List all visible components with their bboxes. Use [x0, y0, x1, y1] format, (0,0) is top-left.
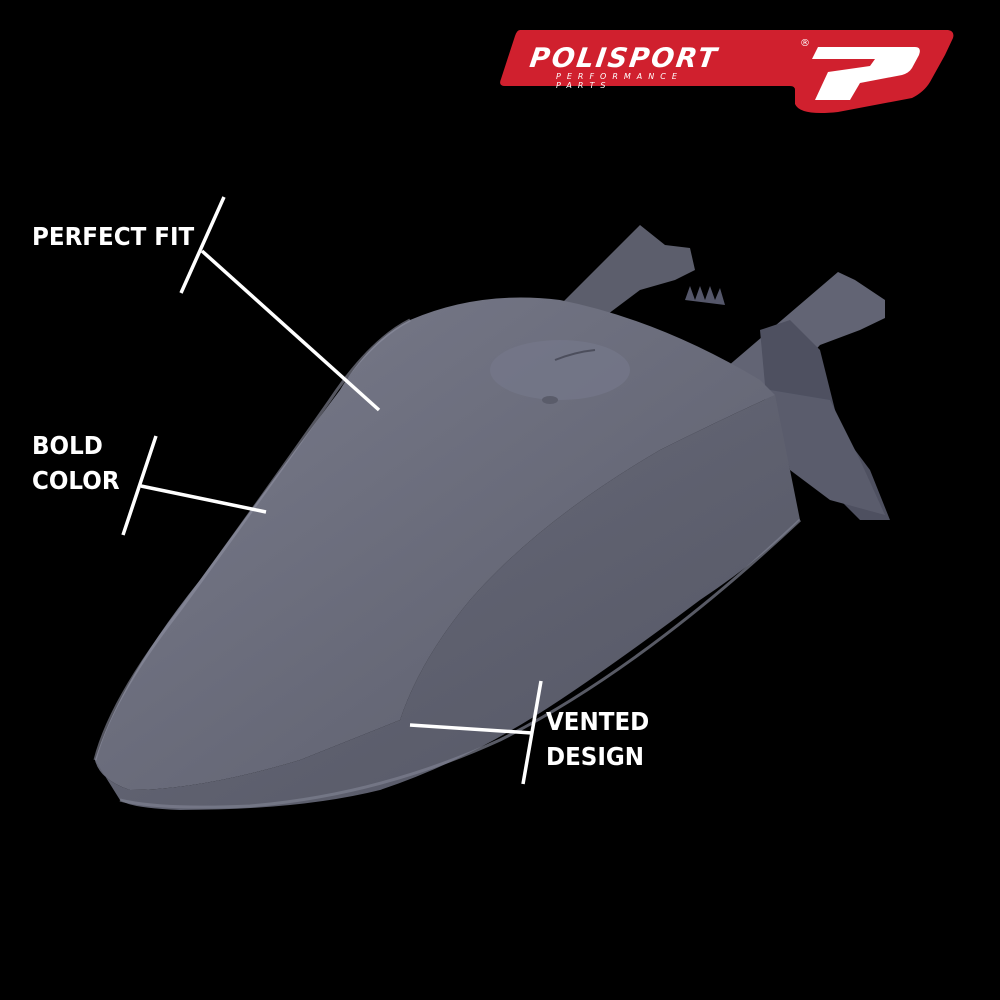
callout-line: DESIGN — [546, 742, 645, 771]
perfect-fit-leader — [200, 249, 381, 412]
callout-line: VENTED — [546, 707, 650, 736]
callout-line: COLOR — [32, 466, 120, 495]
callout-vented-design: VENTED DESIGN — [546, 704, 649, 774]
brand-name: POLISPORT — [527, 43, 721, 74]
logo-badge-shape — [500, 30, 954, 113]
bold-color-leader — [140, 484, 267, 514]
callout-perfect-fit: PERFECT FIT — [32, 219, 194, 254]
callout-line: PERFECT FIT — [32, 222, 195, 251]
vented-design-leader — [409, 723, 533, 735]
brand-tagline: PERFORMANCE PARTS — [556, 72, 683, 90]
bold-color-tick — [121, 435, 158, 536]
perfect-fit-tick — [179, 196, 226, 294]
registered-mark: ® — [800, 38, 810, 49]
callout-line: BOLD — [32, 431, 103, 460]
callout-bold-color: BOLD COLOR — [32, 428, 120, 498]
